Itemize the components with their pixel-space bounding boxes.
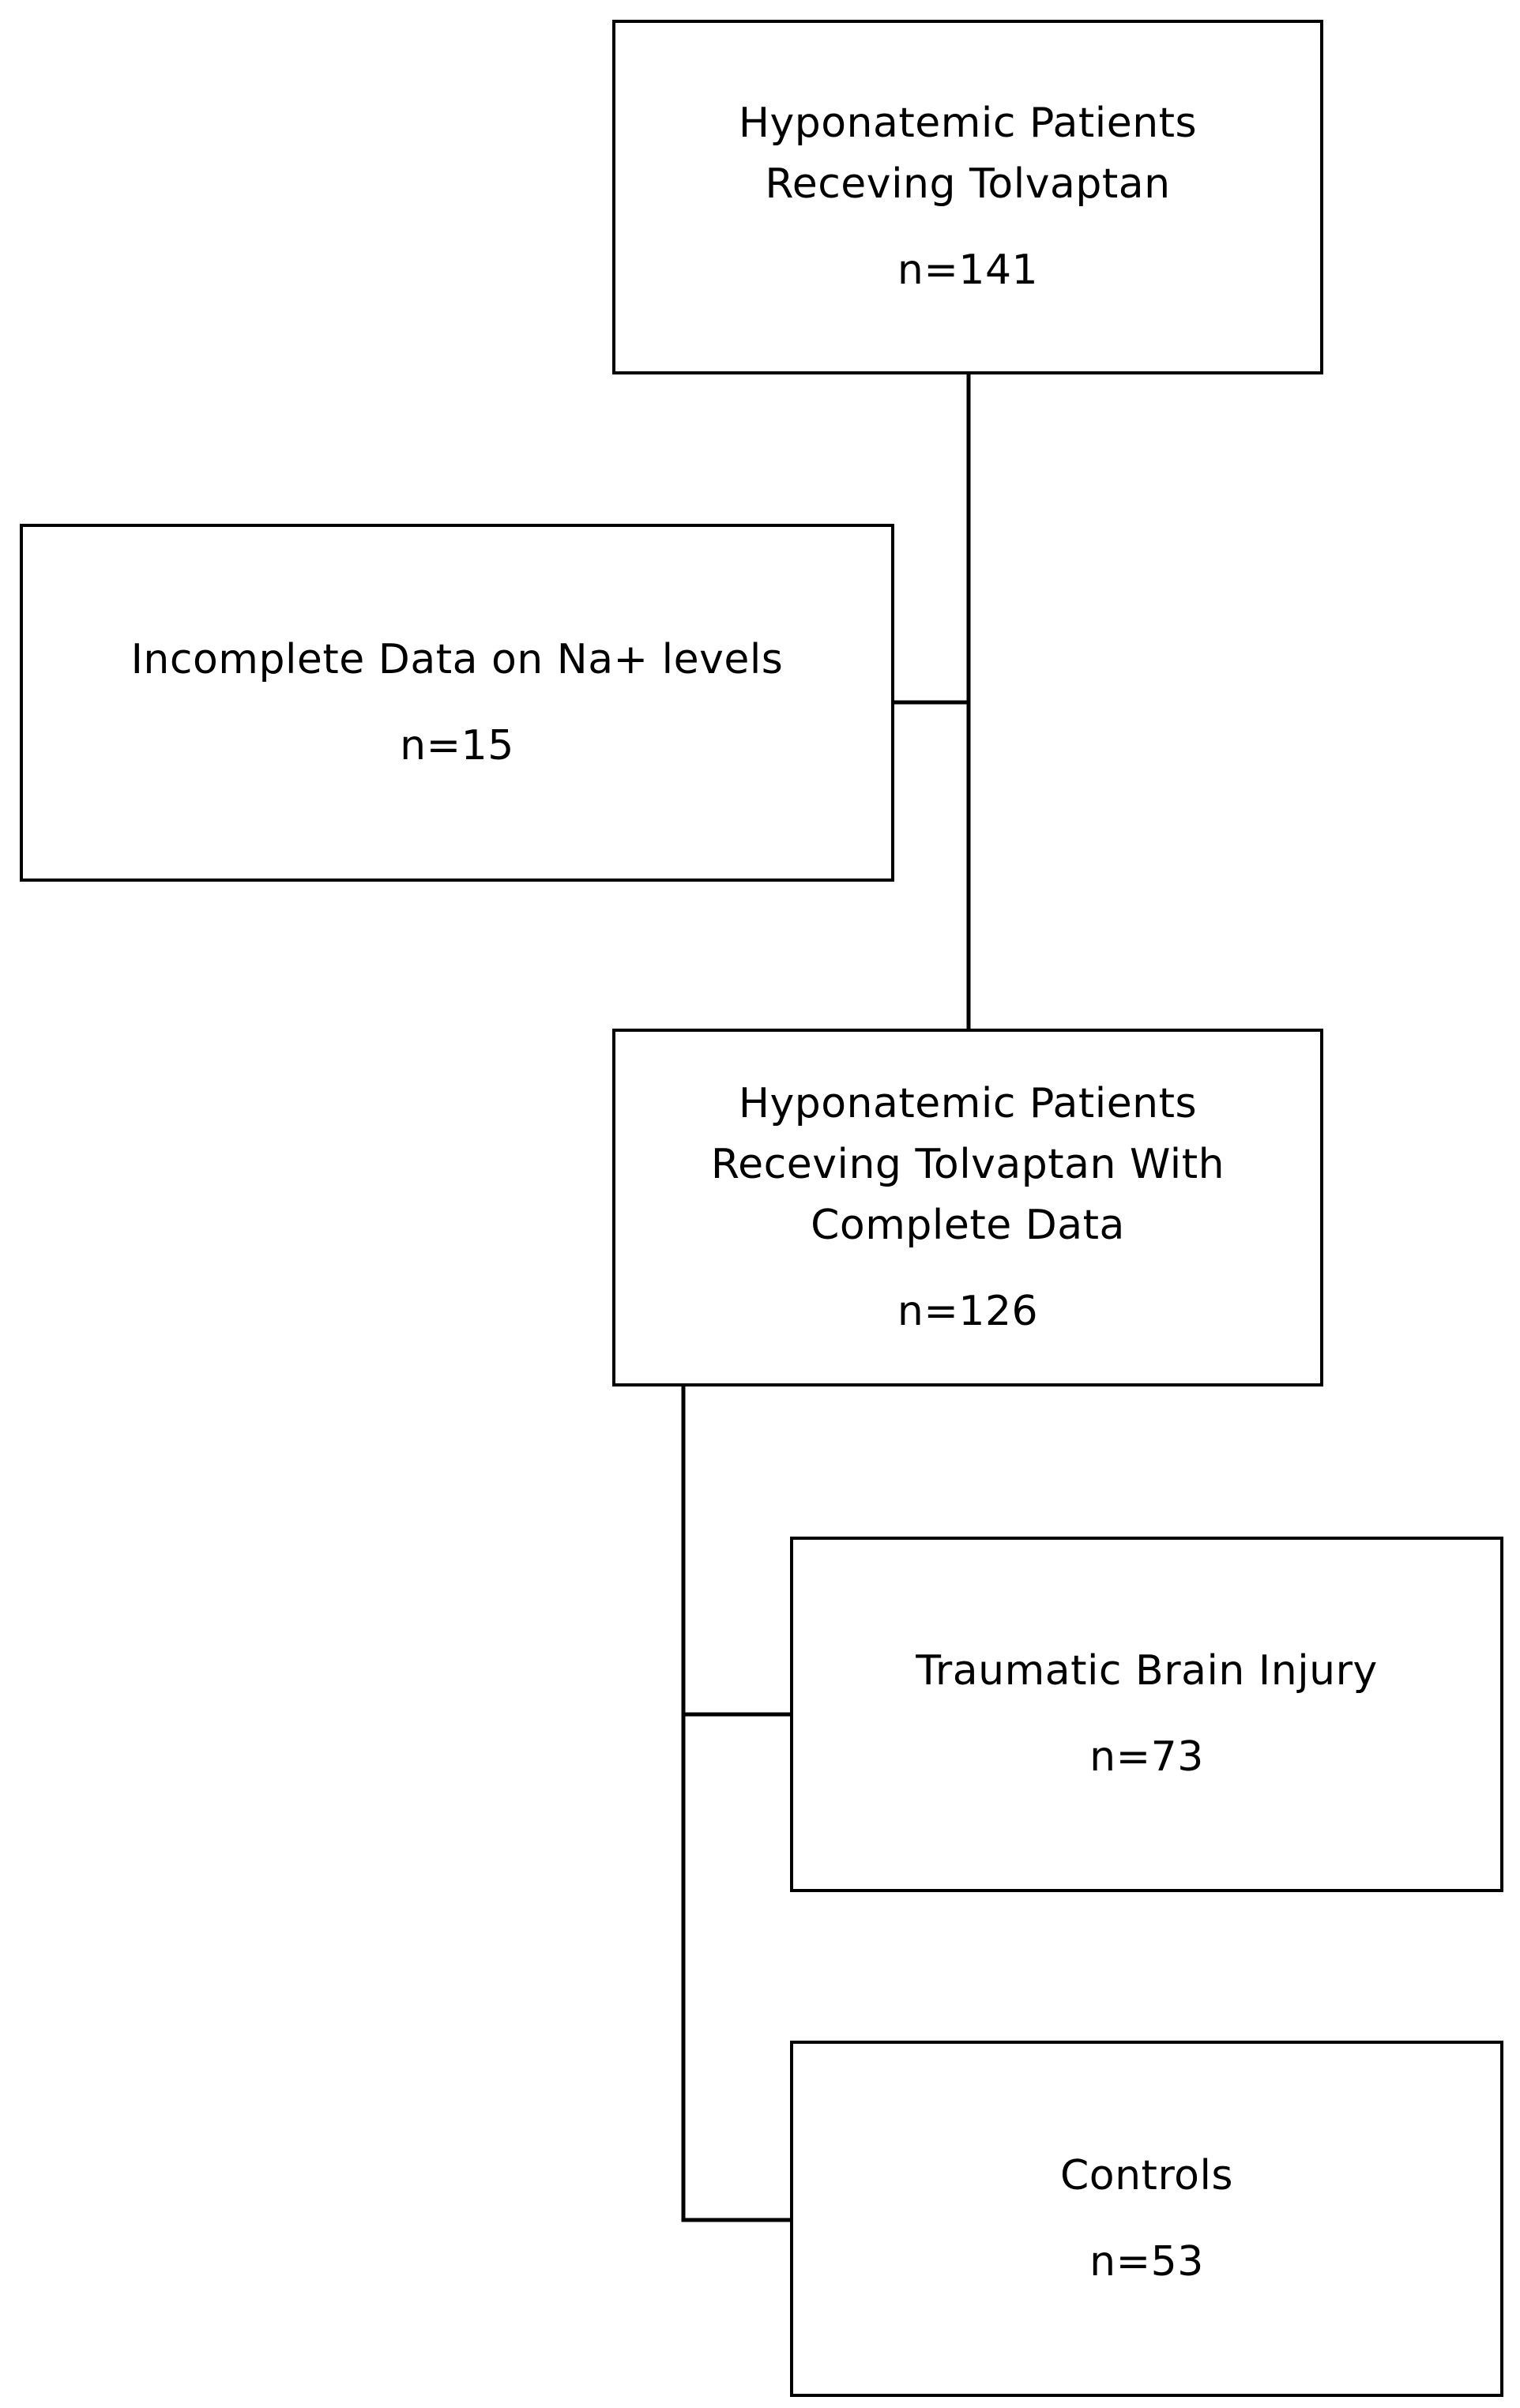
incomplete-data-box: Incomplete Data on Na+ levels n=15 (20, 524, 894, 882)
title-line: Controls (1059, 2151, 1234, 2199)
controls-box: Controls n=53 (790, 2041, 1503, 2397)
traumatic-brain-injury-box: Traumatic Brain Injury n=73 (790, 1537, 1503, 1892)
title-line: Incomplete Data on Na+ levels (130, 635, 784, 683)
traumatic-brain-injury-title: Traumatic Brain Injury (916, 1641, 1378, 1702)
total-patients-count: n=141 (897, 246, 1039, 294)
title-line: Receving Tolvaptan With (710, 1140, 1225, 1188)
title-line: Receving Tolvaptan (765, 160, 1171, 208)
controls-count: n=53 (1089, 2237, 1204, 2286)
title-line: Hyponatemic Patients (738, 100, 1198, 147)
title-line: Traumatic Brain Injury (916, 1647, 1378, 1695)
traumatic-brain-injury-count: n=73 (1089, 1733, 1204, 1781)
incomplete-data-count: n=15 (400, 721, 514, 769)
complete-data-count: n=126 (897, 1287, 1039, 1335)
total-patients-box: Hyponatemic Patients Receving Tolvaptan … (612, 20, 1323, 374)
controls-title: Controls (1060, 2146, 1233, 2207)
total-patients-title: Hyponatemic Patients Receving Tolvaptan (739, 93, 1197, 215)
complete-data-title: Hyponatemic Patients Receving Tolvaptan … (711, 1074, 1225, 1256)
title-line: Hyponatemic Patients (738, 1079, 1198, 1127)
incomplete-data-title: Incomplete Data on Na+ levels (131, 630, 784, 690)
title-line: Complete Data (811, 1201, 1125, 1249)
complete-data-box: Hyponatemic Patients Receving Tolvaptan … (612, 1029, 1323, 1386)
